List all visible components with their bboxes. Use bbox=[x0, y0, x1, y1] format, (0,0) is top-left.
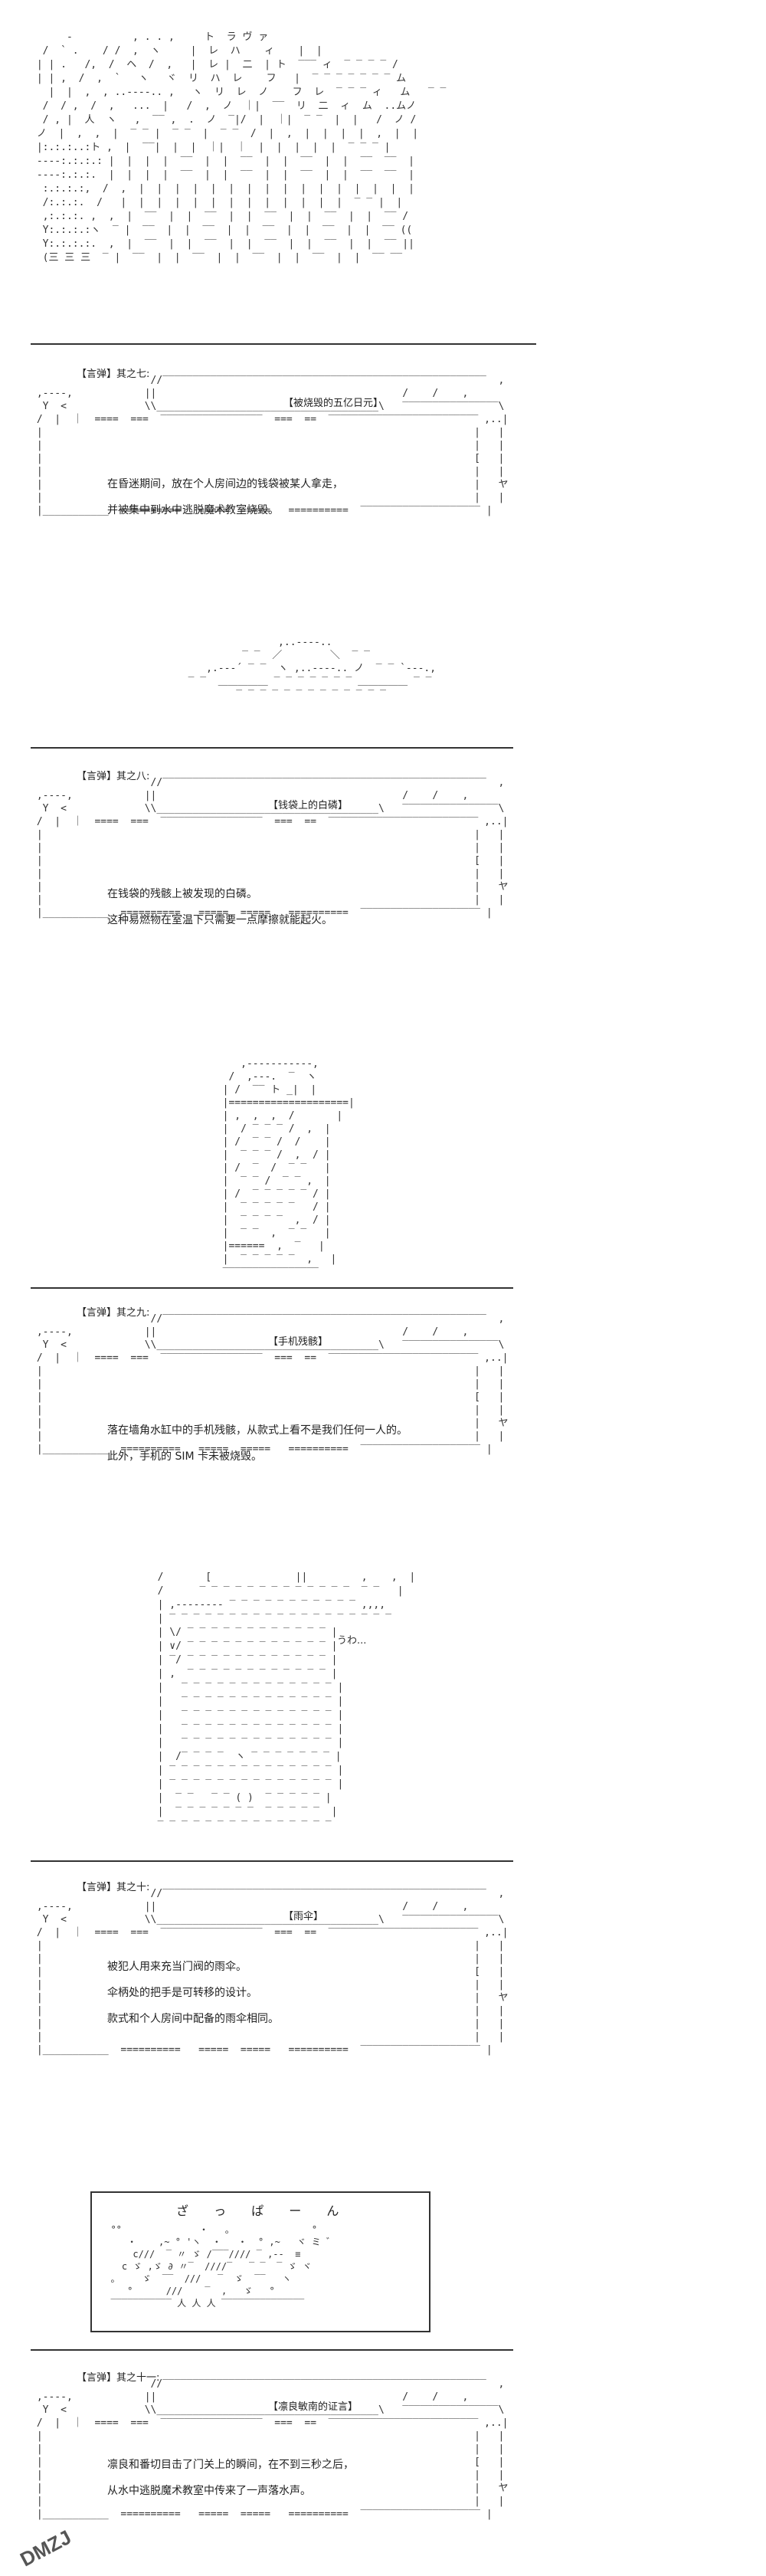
ascii-art-phone: ,-‐‐‐‐‐‐‐‐‐-, / ,‐‐-. ‾ ヽ | / ‾‾ ト _| | … bbox=[222, 1058, 355, 1278]
evidence-tag: 【言弹】其之七: bbox=[77, 369, 150, 380]
divider bbox=[31, 2349, 513, 2351]
evidence-box-9: //‾‾‾‾‾‾‾‾‾‾‾‾‾‾‾‾‾‾‾‾‾‾‾‾‾‾‾‾‾‾‾‾‾‾‾‾‾‾… bbox=[31, 1303, 536, 1517]
evidence-tag: 【言弹】其之九: bbox=[77, 1307, 150, 1319]
evidence-tag: 【言弹】其之十一: bbox=[77, 2372, 160, 2384]
divider bbox=[31, 1287, 513, 1289]
sound-effect: ざ っ ぱ ー ん bbox=[176, 2204, 350, 2218]
evidence-line: 被犯人用来充当门阀的雨伞。 bbox=[107, 1961, 247, 1973]
watermark-text: DMZJ bbox=[16, 2525, 75, 2567]
evidence-title: 【被烧毁的五亿日元】 bbox=[283, 398, 384, 409]
evidence-frame: //‾‾‾‾‾‾‾‾‾‾‾‾‾‾‾‾‾‾‾‾‾‾‾‾‾‾‾‾‾‾‾‾‾‾‾‾‾‾… bbox=[36, 777, 509, 919]
reaction-text: うわ... bbox=[337, 1635, 367, 1647]
evidence-line: 凛良和番切目击了门关上的瞬间，在不到三秒之后， bbox=[107, 2459, 354, 2471]
evidence-title: 【雨伞】 bbox=[283, 1911, 324, 1922]
evidence-line: 款式和个人房间中配备的雨伞相同。 bbox=[107, 2013, 279, 2025]
evidence-tag: 【言弹】其之八: bbox=[77, 771, 150, 782]
evidence-box-8: //‾‾‾‾‾‾‾‾‾‾‾‾‾‾‾‾‾‾‾‾‾‾‾‾‾‾‾‾‾‾‾‾‾‾‾‾‾‾… bbox=[31, 766, 536, 981]
evidence-title: 【凛良敏南的证言】 bbox=[268, 2401, 358, 2413]
divider bbox=[31, 343, 536, 345]
ascii-art-title-scene: - , . . , ト ラ ヴ ァ / ` . / / , ヽ | レ ハ ィ … bbox=[36, 31, 447, 264]
evidence-frame: //‾‾‾‾‾‾‾‾‾‾‾‾‾‾‾‾‾‾‾‾‾‾‾‾‾‾‾‾‾‾‾‾‾‾‾‾‾‾… bbox=[36, 375, 509, 516]
ascii-art-splash: °° ・ 。 ° ・ ,~ ° 'ヽ ・ ・ ° ,~ ヾ ミ ゛ c/// ‾… bbox=[110, 2224, 336, 2309]
evidence-frame: //‾‾‾‾‾‾‾‾‾‾‾‾‾‾‾‾‾‾‾‾‾‾‾‾‾‾‾‾‾‾‾‾‾‾‾‾‾‾… bbox=[36, 2378, 509, 2520]
evidence-line: 此外，手机的 SIM 卡未被烧毁。 bbox=[107, 1450, 262, 1463]
evidence-frame: //‾‾‾‾‾‾‾‾‾‾‾‾‾‾‾‾‾‾‾‾‾‾‾‾‾‾‾‾‾‾‾‾‾‾‾‾‾‾… bbox=[36, 1888, 509, 2056]
evidence-line: 在昏迷期间，放在个人房间边的钱袋被某人拿走， bbox=[107, 478, 343, 490]
evidence-line: 伞柄处的把手是可转移的设计。 bbox=[107, 1987, 257, 1999]
evidence-line: 在钱袋的残骸上被发现的白磷。 bbox=[107, 888, 257, 900]
evidence-box-10: //‾‾‾‾‾‾‾‾‾‾‾‾‾‾‾‾‾‾‾‾‾‾‾‾‾‾‾‾‾‾‾‾‾‾‾‾‾‾… bbox=[31, 1877, 536, 2122]
divider bbox=[31, 747, 513, 749]
evidence-frame: //‾‾‾‾‾‾‾‾‾‾‾‾‾‾‾‾‾‾‾‾‾‾‾‾‾‾‾‾‾‾‾‾‾‾‾‾‾‾… bbox=[36, 1313, 509, 1455]
evidence-line: 落在墙角水缸中的手机残骸，从款式上看不是我们任何一人的。 bbox=[107, 1424, 408, 1437]
divider bbox=[31, 1860, 513, 1862]
evidence-box-7: //‾‾‾‾‾‾‾‾‾‾‾‾‾‾‾‾‾‾‾‾‾‾‾‾‾‾‾‾‾‾‾‾‾‾‾‾‾‾… bbox=[31, 364, 536, 578]
evidence-box-11: //‾‾‾‾‾‾‾‾‾‾‾‾‾‾‾‾‾‾‾‾‾‾‾‾‾‾‾‾‾‾‾‾‾‾‾‾‾‾… bbox=[31, 2368, 536, 2559]
evidence-title: 【钱袋上的白磷】 bbox=[268, 800, 349, 811]
evidence-line: 并被集中到水中逃脱魔术教室烧毁。 bbox=[107, 504, 279, 516]
ascii-art-ashes: ,..-‐‐‐.. ‾ ‾ ／ ＼ ‾ ‾ ,.-‐‐´ ‾ ‾ ヽ ,..-‐… bbox=[188, 637, 437, 700]
ascii-art-character: / [ || , , | / ‾ ‾ ‾ ‾ ‾ ‾ ‾ ‾ ‾ ‾ ‾ ‾ ‾… bbox=[157, 1571, 416, 1831]
splash-panel: ざ っ ぱ ー ん °° ・ 。 ° ・ ,~ ° 'ヽ ・ ・ ° ,~ ヾ … bbox=[90, 2191, 430, 2332]
evidence-line: 从水中逃脱魔术教室中传来了一声落水声。 bbox=[107, 2485, 311, 2497]
evidence-tag: 【言弹】其之十: bbox=[77, 1882, 150, 1893]
evidence-line: 这种易燃物在室温下只需要一点摩擦就能起火。 bbox=[107, 914, 332, 926]
evidence-title: 【手机残骸】 bbox=[268, 1336, 329, 1348]
watermark-logo: DMZJ bbox=[16, 2525, 75, 2567]
